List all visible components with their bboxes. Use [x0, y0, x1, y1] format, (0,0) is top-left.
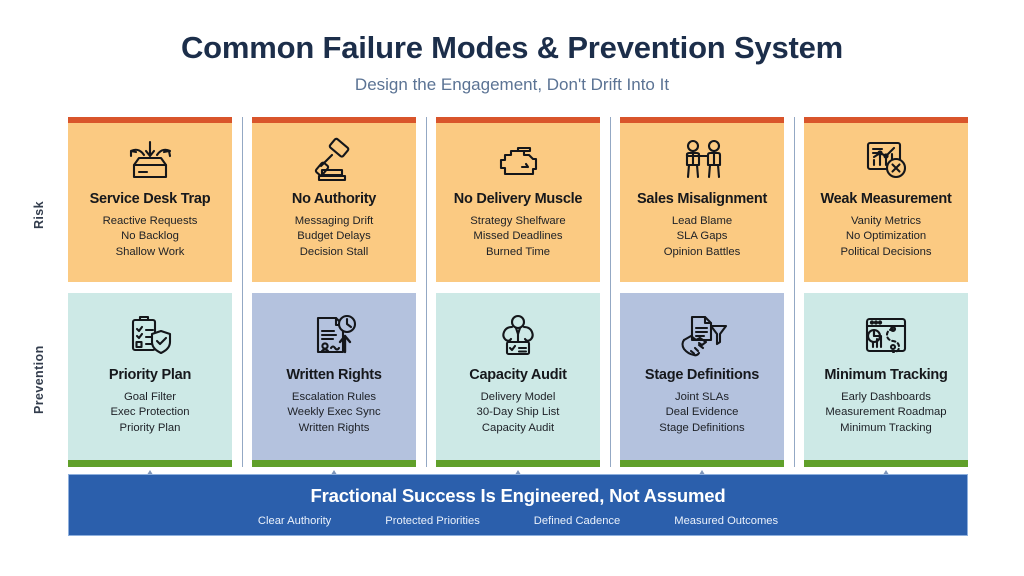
prevention-bullet: 30-Day Ship List [476, 406, 560, 419]
risk-bullet: Political Decisions [840, 245, 932, 258]
two-people-icon [671, 132, 733, 188]
risk-bullet: Lead Blame [671, 214, 733, 227]
risk-card-5[interactable]: Weak Measurement Vanity Metrics No Optimi… [804, 117, 968, 282]
risk-bullet: Vanity Metrics [850, 214, 922, 227]
prevention-bullet: Minimum Tracking [840, 421, 932, 434]
column-divider [426, 117, 427, 467]
matrix-grid: Service Desk Trap Reactive Requests No Ba… [68, 117, 968, 490]
risk-bullet: Messaging Drift [294, 214, 374, 227]
page-title: Common Failure Modes & Prevention System [180, 30, 844, 65]
clipboard-shield-check-icon [119, 306, 181, 366]
risk-bullet: No Backlog [121, 230, 179, 243]
banner-item: Defined Cadence [533, 515, 621, 527]
handshake-document-funnel-icon [671, 306, 733, 366]
prevention-bullet: Exec Protection [110, 406, 190, 419]
risk-bullet: Budget Delays [297, 230, 371, 243]
prevention-bullet: Written Rights [298, 421, 370, 434]
matrix-column: Weak Measurement Vanity Metrics No Optimi… [804, 117, 968, 467]
risk-card-1[interactable]: Service Desk Trap Reactive Requests No Ba… [68, 117, 232, 282]
column-divider [610, 117, 611, 467]
prevention-bullet: Delivery Model [480, 390, 556, 403]
risk-bullet: No Optimization [845, 230, 927, 243]
banner-item: Measured Outcomes [674, 515, 779, 527]
risk-card-title: Sales Misalignment [636, 191, 768, 207]
prevention-bullet: Goal Filter [123, 390, 177, 403]
column-divider [242, 117, 243, 467]
banner-item: Clear Authority [257, 515, 332, 527]
prevention-bullet: Weekly Exec Sync [287, 406, 381, 419]
prevention-card-title: Capacity Audit [469, 367, 567, 383]
prevention-card-title: Stage Definitions [644, 367, 760, 383]
risk-card-title: Weak Measurement [820, 191, 952, 207]
prevention-card-title: Priority Plan [108, 367, 192, 383]
prevention-bullet: Early Dashboards [841, 390, 931, 403]
page-subtitle: Design the Engagement, Don't Drift Into … [354, 75, 670, 94]
document-clock-arrow-icon [303, 306, 365, 366]
dashboard-roadmap-icon [855, 306, 917, 366]
prevention-card-3[interactable]: Capacity Audit Delivery Model 30-Day Ship… [436, 293, 600, 467]
prevention-bullet: Escalation Rules [291, 390, 377, 403]
prevention-bullet: Joint SLAs [674, 390, 729, 403]
risk-card-title: No Delivery Muscle [453, 191, 583, 207]
row-label-risk: Risk [32, 201, 46, 230]
inbox-tray-arrows-icon [119, 132, 181, 188]
matrix-column: Service Desk Trap Reactive Requests No Ba… [68, 117, 232, 467]
banner-title: Fractional Success Is Engineered, Not As… [310, 485, 726, 506]
risk-card-title: Service Desk Trap [89, 191, 211, 207]
row-label-prevention: Prevention [32, 345, 46, 415]
bottom-banner: Fractional Success Is Engineered, Not As… [68, 474, 968, 536]
gavel-icon [303, 132, 365, 188]
risk-bullet: Reactive Requests [102, 214, 198, 227]
risk-bullet: SLA Gaps [676, 230, 728, 243]
risk-bullet: Opinion Battles [663, 245, 741, 258]
prevention-bullet: Stage Definitions [659, 421, 745, 434]
prevention-bullet: Capacity Audit [481, 421, 555, 434]
risk-card-title: No Authority [291, 191, 377, 207]
prevention-card-title: Written Rights [286, 367, 382, 383]
flexing-person-checklist-icon [487, 306, 549, 366]
prevention-bullet: Priority Plan [119, 421, 181, 434]
risk-bullet: Missed Deadlines [473, 230, 563, 243]
risk-bullet: Decision Stall [299, 245, 369, 258]
prevention-bullet: Measurement Roadmap [825, 406, 947, 419]
chart-x-mark-icon [855, 132, 917, 188]
banner-item: Protected Priorities [385, 515, 480, 527]
column-divider [794, 117, 795, 467]
banner-items: Clear Authority Protected Priorities Defin… [69, 515, 967, 527]
risk-bullet: Shallow Work [115, 245, 185, 258]
risk-bullet: Burned Time [485, 245, 551, 258]
engine-icon [487, 132, 549, 188]
prevention-card-title: Minimum Tracking [824, 367, 948, 383]
prevention-bullet: Deal Evidence [665, 406, 739, 419]
risk-bullet: Strategy Shelfware [470, 214, 566, 227]
